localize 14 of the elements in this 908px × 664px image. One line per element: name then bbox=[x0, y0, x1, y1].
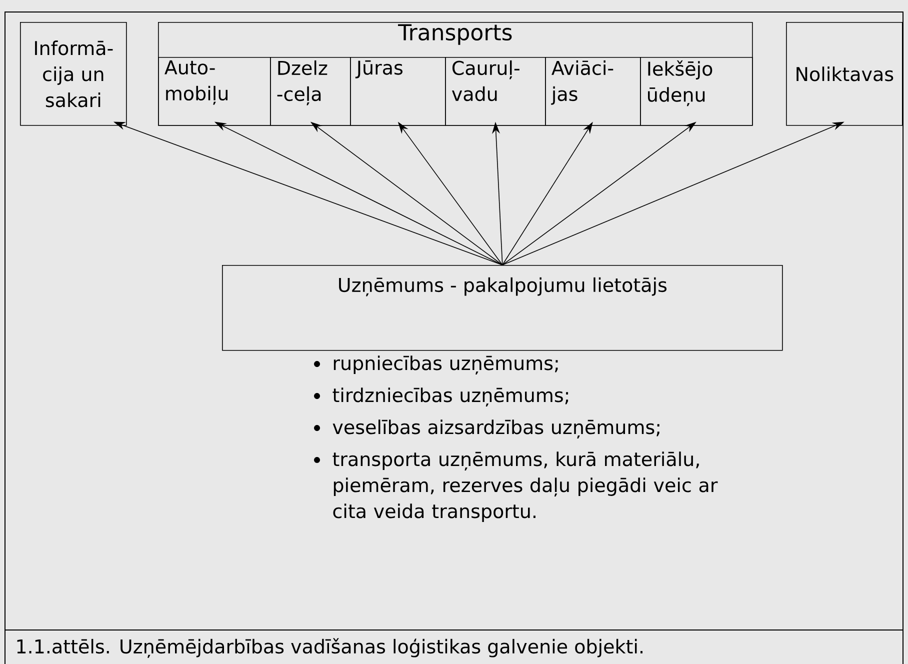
bullet-item: veselības aizsardzības uzņēmums; bbox=[314, 420, 660, 438]
category-box: Dzelz -ceļa bbox=[270, 57, 351, 126]
category-box: Jūras bbox=[350, 57, 446, 126]
category-box: Iekšējo ūdeņu bbox=[640, 57, 753, 126]
caption: 1.1.attēls. Uzņēmējdarbības vadīšanas loģistikas galvenie objekti. bbox=[17, 638, 642, 658]
bullet-item: tirdzniecības uzņēmums; bbox=[314, 388, 568, 406]
category-box: Aviāci- jas bbox=[545, 57, 641, 126]
process-box: Noliktavas bbox=[786, 22, 903, 126]
process-box: Informā- cija un sakari bbox=[20, 22, 127, 126]
process-box: Uzņēmums - pakalpojumu lietotājs bbox=[222, 265, 783, 351]
bullet-item: transporta uzņēmums, kurā materiālu, piemēram, rezerves daļu piegādi veic ar cita veida transportu. bbox=[314, 452, 718, 522]
category-box: Auto- mobiļu bbox=[158, 57, 271, 126]
bullet-item: rupniecības uzņēmums; bbox=[314, 356, 558, 374]
category-box: Cauruļ- vadu bbox=[445, 57, 546, 126]
